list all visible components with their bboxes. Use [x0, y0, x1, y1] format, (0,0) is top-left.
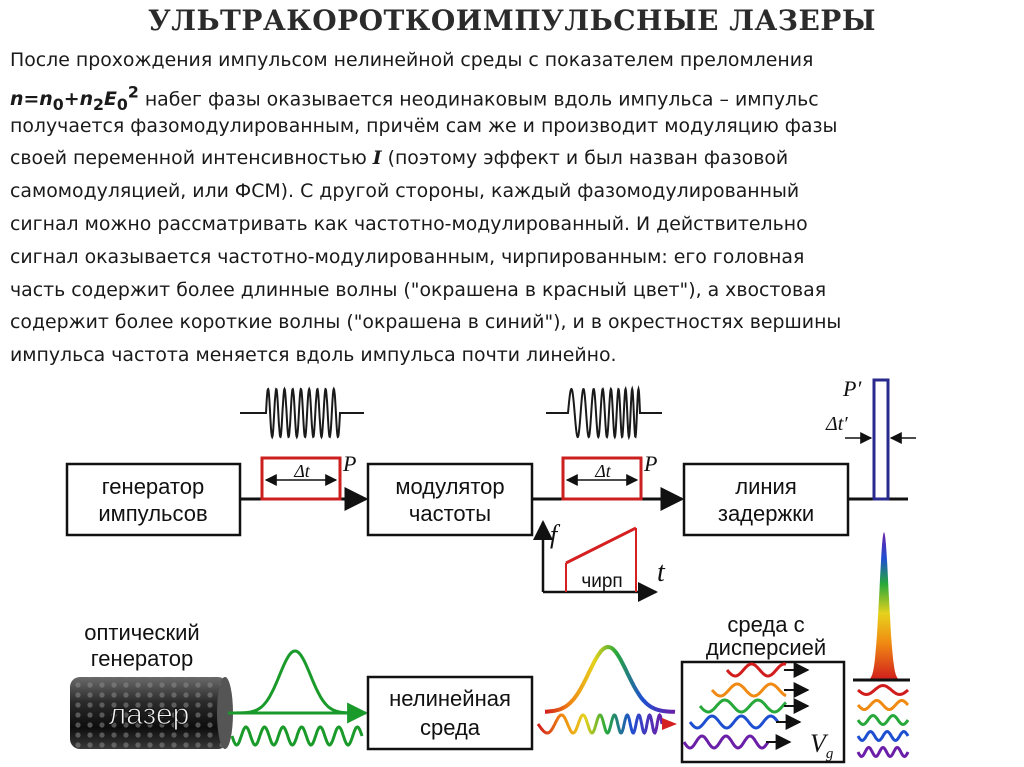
svg-text:импульсов: импульсов — [98, 501, 207, 526]
dispersed-wave — [725, 662, 787, 678]
chirped-wave — [536, 712, 664, 735]
paragraph-line: сигнал оказывается частотно-модулированн… — [10, 245, 805, 268]
delta-t-label: Δt — [293, 461, 311, 481]
output-wavelet — [856, 713, 910, 727]
output-wavelet — [856, 745, 910, 759]
body-paragraph: После прохождения импульсом нелинейной с… — [10, 44, 1014, 372]
svg-text:частоты: частоты — [409, 501, 491, 526]
delta-t-label: Δt — [594, 461, 612, 481]
delay-line-block: линия задержки — [682, 462, 850, 537]
generator-block: генератор импульсов — [65, 462, 242, 537]
dispersion-medium-label: среда с дисперсией — [706, 612, 826, 660]
svg-text:задержки: задержки — [718, 501, 814, 526]
paragraph-line: получается фазомодулированным, причём са… — [10, 114, 838, 137]
dispersed-wave — [688, 714, 780, 730]
output-wavelet — [856, 729, 910, 743]
paragraph-line: своей переменной интенсивностью I (поэто… — [10, 147, 789, 170]
chirp-plot: f t чирп — [533, 520, 666, 602]
paragraph-line: После прохождения импульсом нелинейной с… — [10, 49, 814, 71]
paragraph-line: часть содержит более длинные волны ("окр… — [10, 278, 827, 301]
dispersed-wave — [710, 682, 787, 698]
output-waves — [856, 683, 910, 759]
paragraph-line: сигнал можно рассматривать как частотно-… — [10, 212, 808, 235]
power-prime-label: P′ — [842, 376, 862, 401]
svg-text:среда: среда — [420, 715, 481, 740]
chirp-label: чирп — [581, 571, 622, 592]
paragraph-line: самомодуляцией, или ФСМ). С другой сторо… — [10, 180, 800, 203]
intensity-symbol: I — [372, 147, 382, 170]
svg-text:оптический: оптический — [84, 620, 199, 645]
delta-t-prime-label: Δt′ — [825, 413, 848, 435]
chirped-pulse-waveform — [546, 385, 662, 441]
time-axis-label: t — [657, 557, 666, 588]
laser-label: лазер — [109, 698, 190, 731]
svg-text:генератор: генератор — [91, 646, 193, 671]
formula-n: n — [10, 88, 24, 111]
paragraph-line: n=n0+n2E02 набег фазы оказывается неодин… — [10, 82, 819, 114]
pulse-box — [260, 456, 342, 501]
svg-text:среда с: среда с — [727, 612, 804, 637]
arrow-head — [662, 718, 677, 730]
optical-generator-label: оптический генератор — [84, 620, 199, 671]
group-velocity-label: Vg — [810, 729, 834, 762]
svg-text:модулятор: модулятор — [395, 474, 504, 499]
output-spectrum-spike — [858, 532, 910, 680]
power-label: P — [342, 451, 356, 476]
input-pulse-waveform — [240, 386, 364, 440]
output-wavelet — [857, 683, 909, 697]
slide-title: УЛЬТРАКОРОТКОИМПУЛЬСНЫЕ ЛАЗЕРЫ — [147, 4, 877, 37]
power-label: P — [643, 451, 657, 476]
output-wavelet — [856, 699, 910, 711]
svg-text:нелинейная: нелинейная — [389, 686, 511, 711]
svg-text:генератор: генератор — [102, 474, 204, 499]
modulator-block: модулятор частоты — [366, 462, 534, 537]
dispersed-wave — [682, 734, 770, 750]
spectral-gaussian — [545, 644, 676, 714]
paragraph-line: содержит более короткие волны ("окрашена… — [10, 311, 842, 334]
frequency-axis-label: f — [550, 520, 561, 549]
dispersed-waves — [682, 662, 810, 750]
svg-text:дисперсией: дисперсией — [706, 635, 826, 660]
laser-cylinder: лазер — [70, 677, 233, 749]
paragraph-line: импульса частота меняется вдоль импульса… — [10, 344, 617, 367]
svg-text:линия: линия — [735, 474, 796, 499]
nonlinear-medium-block: нелинейная среда — [366, 675, 534, 751]
pulse-box — [561, 456, 643, 501]
carrier-wave — [230, 725, 364, 747]
compressed-pulse — [872, 378, 890, 501]
dispersed-wave — [698, 698, 788, 714]
gaussian-pulse — [235, 649, 355, 715]
